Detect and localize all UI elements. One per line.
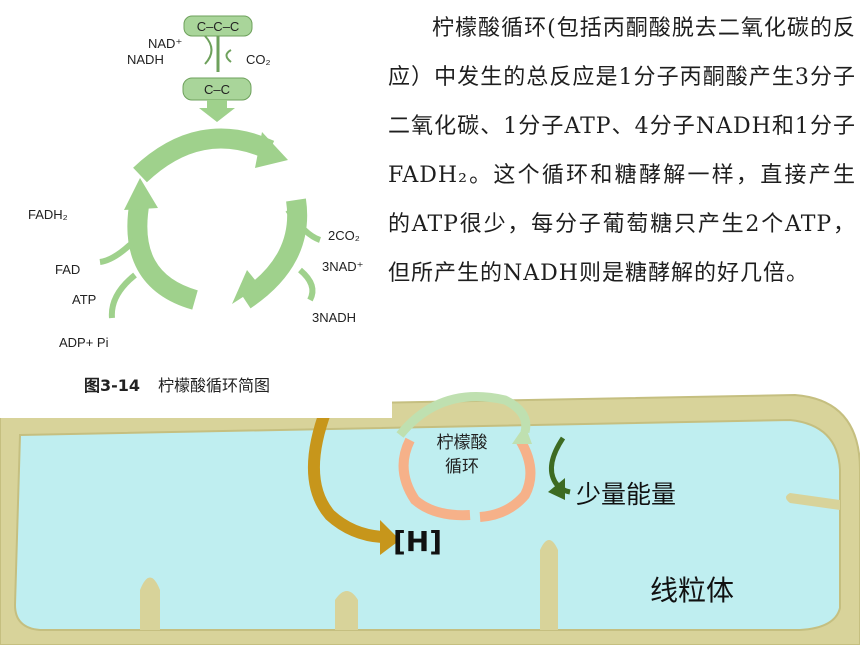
label-co2: CO₂	[246, 52, 271, 67]
label-atp: ATP	[72, 292, 96, 307]
down-arrow	[199, 100, 235, 122]
figure-number: 图3-14	[84, 376, 141, 395]
label-3nad: 3NAD⁺	[322, 259, 364, 274]
label-fadh2: FADH₂	[28, 207, 68, 222]
h-label: [H]	[393, 525, 442, 558]
cycle-top-arc	[133, 128, 275, 183]
figure-title: 柠檬酸循环简图	[158, 376, 271, 395]
label-nadh: NADH	[127, 52, 164, 67]
matrix	[13, 418, 841, 631]
small-energy-label: 少量能量	[576, 480, 676, 509]
label-adp-pi: ADP+ Pi	[59, 335, 109, 350]
svg-text:C–C: C–C	[204, 82, 230, 97]
organelle-label: 线粒体	[650, 574, 734, 607]
crista-2	[335, 591, 358, 630]
cycle-arc-top	[396, 392, 531, 438]
cycle-arc-left	[398, 437, 471, 521]
label-3nadh: 3NADH	[312, 310, 356, 325]
label-nad-plus: NAD⁺	[148, 36, 182, 51]
cycle-label-line2: 循环	[445, 457, 479, 477]
cycle-arrowhead	[512, 425, 532, 444]
cycle-left-arc	[127, 198, 199, 310]
h-arrow	[307, 407, 383, 543]
svg-text:C–C–C: C–C–C	[197, 19, 240, 34]
textbook-paragraph: 柠檬酸循环(包括丙酮酸脱去二氧化碳的反应）中发生的总反应是1分子丙酮酸产生3分子…	[388, 4, 856, 298]
crista-1	[140, 577, 160, 630]
cycle-arc-right	[479, 437, 536, 522]
crista-4	[786, 493, 840, 510]
crista-3	[540, 540, 558, 630]
h-arrowhead	[380, 520, 400, 555]
citric-acid-cycle-figure: C–C–C NAD⁺ NADH CO₂ C–C FADH₂ FAD ATP AD…	[0, 0, 392, 418]
figure-caption: 图3-14 柠檬酸循环简图	[84, 372, 270, 396]
paragraph-text: 柠檬酸循环(包括丙酮酸脱去二氧化碳的反应）中发生的总反应是1分子丙酮酸产生3分子…	[388, 16, 856, 286]
label-fad: FAD	[55, 262, 80, 277]
energy-arrowhead	[548, 478, 565, 500]
label-2co2: 2CO₂	[328, 228, 360, 243]
cycle-label-line1: 柠檬酸	[437, 433, 488, 453]
cycle-right-arc	[239, 198, 308, 309]
